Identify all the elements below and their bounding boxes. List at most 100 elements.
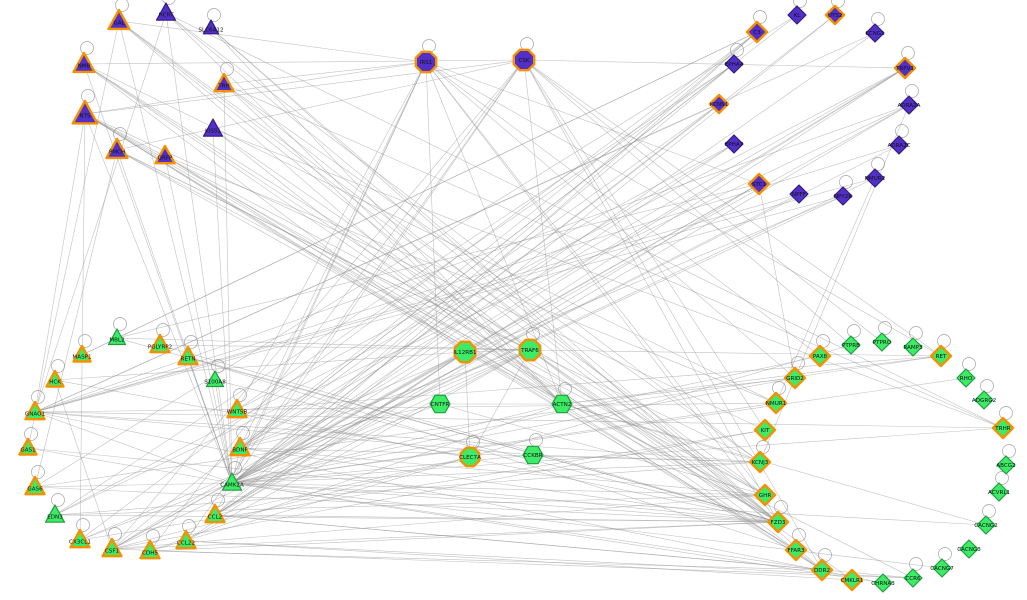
node-shape[interactable] [229,436,251,457]
node-shape[interactable] [205,370,225,388]
node-EPHA7[interactable]: EPHA7 [724,134,744,154]
node-shape[interactable] [889,135,909,155]
node-GAS6[interactable]: GAS6 [24,475,46,496]
node-HCK[interactable]: HCK [45,369,65,388]
node-C3[interactable]: C3 [745,20,769,44]
node-shape[interactable] [873,573,893,593]
node-NMUR1[interactable]: NMUR1 [764,391,788,415]
node-ADRA2A[interactable]: ADRA2A [897,95,921,115]
node-shape[interactable] [518,338,542,362]
node-shape[interactable] [101,537,123,558]
node-shape[interactable] [989,482,1009,502]
node-shape[interactable] [959,539,979,559]
node-shape[interactable] [107,8,131,31]
node-shape[interactable] [204,503,226,524]
node-shape[interactable] [903,568,923,588]
node-GAS1[interactable]: GAS1 [18,437,38,456]
node-shape[interactable] [753,483,777,507]
node-shape[interactable] [155,2,177,21]
node-IRS1[interactable]: IRS1 [414,50,438,74]
node-shape[interactable] [899,95,919,115]
node-DDR2[interactable]: DDR2 [810,558,834,582]
node-NMB[interactable]: NMB [72,51,96,74]
node-shape[interactable] [824,4,846,26]
node-shape[interactable] [522,445,544,465]
node-shape[interactable] [414,50,438,74]
node-STC1[interactable]: STC1 [747,172,771,196]
node-shape[interactable] [787,5,807,25]
node-NPFF[interactable]: NPFF [789,184,809,204]
node-shape[interactable] [747,172,771,196]
node-PTPRO[interactable]: PTPRO [872,332,892,352]
node-shape[interactable] [202,19,220,35]
node-GHR[interactable]: GHR [753,483,777,507]
node-shape[interactable] [45,369,65,388]
node-UTS2[interactable]: UTS2 [824,4,846,26]
node-QRFP[interactable]: QRFP [154,144,176,165]
node-NPY2R[interactable]: NPY2R [833,186,853,206]
node-shape[interactable] [929,344,953,368]
node-TRPV1[interactable]: TRPV1 [893,56,917,80]
node-S100A8[interactable]: S100A8 [204,370,226,388]
node-shape[interactable] [175,529,197,550]
node-shape[interactable] [149,333,171,354]
node-shape[interactable] [783,366,807,390]
node-shape[interactable] [865,23,885,43]
node-shape[interactable] [789,184,809,204]
node-PGLYRP2[interactable]: PGLYRP2 [148,333,172,354]
node-NMUR2[interactable]: NMUR2 [865,168,886,188]
node-shape[interactable] [44,504,66,523]
node-shape[interactable] [865,168,885,188]
node-shape[interactable] [808,344,832,368]
node-shape[interactable] [139,539,161,560]
node-IL12RB1[interactable]: IL12RB1 [453,340,477,364]
node-CLEC7A[interactable]: CLEC7A [459,446,481,468]
node-TRAF6[interactable]: TRAF6 [518,338,542,362]
node-shape[interactable] [974,390,994,410]
node-KIT[interactable]: KIT [753,418,777,442]
node-shape[interactable] [154,144,176,165]
node-shape[interactable] [202,118,224,137]
node-shape[interactable] [724,134,744,154]
node-WNT5B[interactable]: WNT5B [226,398,248,419]
node-RHO[interactable]: RHO [956,368,976,388]
node-shape[interactable] [551,394,573,414]
node-shape[interactable] [991,416,1015,440]
node-TRHR[interactable]: TRHR [991,416,1015,440]
node-shape[interactable] [753,418,777,442]
node-CCKBR[interactable]: CCKBR [522,445,544,465]
node-shape[interactable] [107,328,127,346]
node-shape[interactable] [764,391,788,415]
node-ACTN2[interactable]: ACTN2 [551,394,573,414]
node-EDN3[interactable]: EDN3 [44,504,66,523]
node-MASP1[interactable]: MASP1 [72,344,92,363]
node-CACNG7[interactable]: CACNG7 [930,558,954,578]
node-shape[interactable] [221,472,243,491]
node-shape[interactable] [512,48,536,72]
node-shape[interactable] [459,446,481,468]
node-HCRT[interactable]: HCRT [155,2,177,21]
node-shape[interactable] [105,137,129,160]
node-PTPRB[interactable]: PTPRB [841,335,861,355]
node-shape[interactable] [226,398,248,419]
node-KCNG1[interactable]: KCNG1 [865,23,885,43]
node-NTS[interactable]: NTS [71,99,99,125]
node-shape[interactable] [177,345,199,366]
node-KL[interactable]: KL [787,5,807,25]
node-RAMP3[interactable]: RAMP3 [903,337,923,357]
node-shape[interactable] [69,528,91,549]
node-CNTFR[interactable]: CNTFR [429,394,451,414]
node-GAL[interactable]: GAL [107,8,131,31]
node-ACVRL1[interactable]: ACVRL1 [988,482,1010,502]
node-shape[interactable] [932,558,952,578]
node-shape[interactable] [976,515,996,535]
node-shape[interactable] [996,455,1016,475]
node-shape[interactable] [833,186,853,206]
node-shape[interactable] [841,335,861,355]
node-shape[interactable] [24,400,46,421]
node-shape[interactable] [724,54,744,74]
node-shape[interactable] [708,93,730,115]
node-shape[interactable] [745,20,769,44]
